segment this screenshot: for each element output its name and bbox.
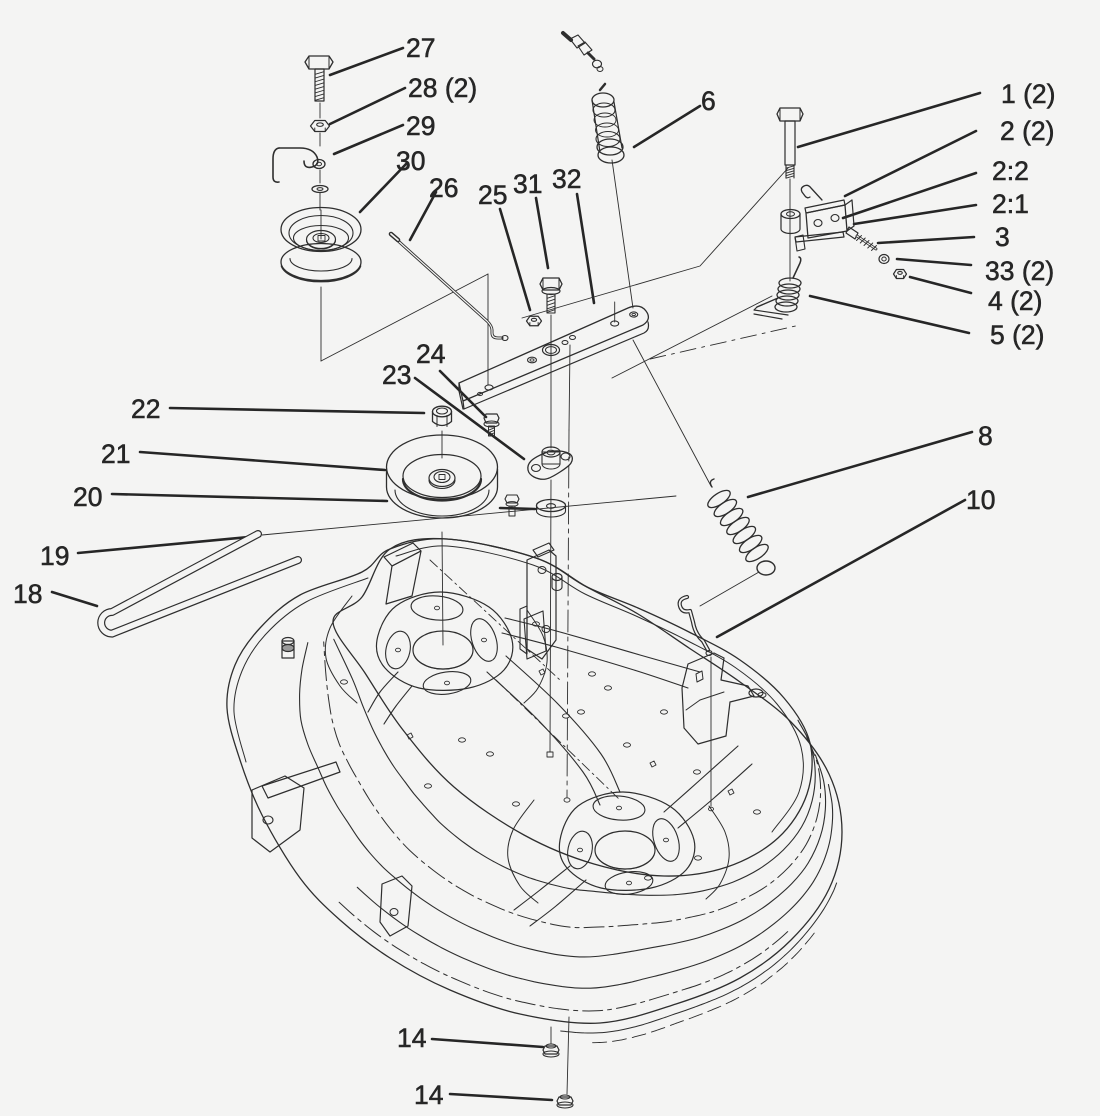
svg-text:20: 20 bbox=[73, 482, 102, 512]
svg-text:22: 22 bbox=[131, 394, 160, 424]
svg-text:18: 18 bbox=[13, 579, 42, 609]
svg-text:27: 27 bbox=[406, 33, 435, 63]
svg-text:14: 14 bbox=[397, 1023, 426, 1053]
svg-text:29: 29 bbox=[406, 111, 435, 141]
svg-text:31: 31 bbox=[513, 169, 542, 199]
svg-text:23: 23 bbox=[382, 360, 411, 390]
svg-text:21: 21 bbox=[101, 439, 130, 469]
svg-text:33 (2): 33 (2) bbox=[985, 256, 1054, 286]
svg-text:24: 24 bbox=[416, 339, 445, 369]
svg-text:32: 32 bbox=[552, 164, 581, 194]
svg-text:6: 6 bbox=[701, 86, 716, 116]
svg-text:14: 14 bbox=[414, 1080, 443, 1110]
svg-text:19: 19 bbox=[40, 541, 69, 571]
svg-text:1 (2): 1 (2) bbox=[1001, 79, 1056, 109]
svg-text:8: 8 bbox=[978, 421, 993, 451]
svg-text:5 (2): 5 (2) bbox=[990, 320, 1045, 350]
svg-text:28 (2): 28 (2) bbox=[408, 73, 477, 103]
svg-text:3: 3 bbox=[995, 222, 1010, 252]
svg-text:2:1: 2:1 bbox=[992, 189, 1029, 219]
svg-text:4 (2): 4 (2) bbox=[988, 286, 1043, 316]
svg-text:2:2: 2:2 bbox=[992, 156, 1029, 186]
svg-text:2 (2): 2 (2) bbox=[1000, 116, 1055, 146]
svg-text:25: 25 bbox=[478, 180, 507, 210]
svg-text:10: 10 bbox=[966, 485, 995, 515]
